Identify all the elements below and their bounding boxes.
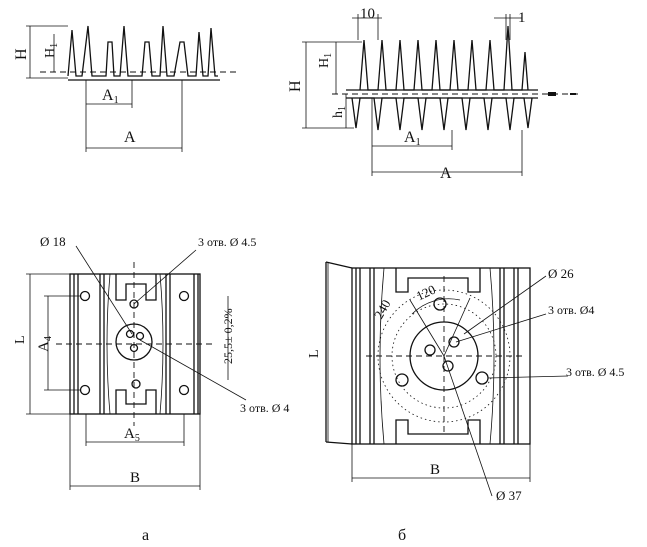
svg-text:A4: A4 [36,336,54,352]
plan-b-angle120-label: 120 [414,282,438,304]
plan-b-l-label: L [307,349,322,358]
right-profile-10-label: 10 [360,6,375,22]
plan-b-holes45-label: 3 отв. Ø 4.5 [566,365,624,379]
plan-a-caption: а [142,527,149,544]
svg-text:A1: A1 [404,129,421,148]
plan-view-a: Ø 18 3 отв. Ø 4.5 3 отв. Ø 4 25,5± 0,2% … [13,234,289,544]
plan-b-caption: б [398,527,406,544]
left-profile-a1-label: A [102,87,114,104]
plan-a-a5-sub: 5 [135,433,140,444]
right-profile-a1-label: A [404,129,416,146]
right-profile-h1-label: H [317,58,332,68]
right-profile-a1-sub: 1 [416,137,421,148]
svg-text:A1: A1 [102,87,119,106]
plan-b-diam26-label: Ø 26 [548,266,574,281]
left-profile-view: H H1 A1 A [13,25,238,152]
plan-a-a5-label: A [124,426,135,442]
plan-a-diam18-label: Ø 18 [40,234,66,249]
plan-a-holes45-label: 3 отв. Ø 4.5 [198,235,256,249]
right-profile-lower-fins [351,97,533,131]
svg-text:A5: A5 [124,426,140,444]
right-profile-fins [359,25,529,91]
left-profile-h-label: H [13,48,30,60]
right-profile-a-label: A [440,165,452,182]
svg-text:H1: H1 [317,53,334,68]
right-profile-hsmall-label: h [331,111,346,118]
plan-view-b: 240 120 Ø 26 3 отв. Ø4 3 отв. Ø 4.5 L B … [307,261,624,544]
plan-a-a4-sub: 4 [43,336,54,341]
right-profile-hsmall-sub: 1 [337,106,348,111]
left-profile-a1-sub: 1 [114,95,119,106]
plan-a-holes4-label: 3 отв. Ø 4 [240,401,289,415]
right-profile-h-label: H [287,80,304,92]
left-profile-h1-label: H [43,48,58,58]
plan-a-l-label: L [13,335,28,344]
plan-b-diam37-label: Ø 37 [496,488,522,503]
left-profile-a-label: A [124,129,136,146]
left-profile-fins [67,25,218,77]
right-profile-1-label: 1 [518,10,526,26]
plan-b-holes4-label: 3 отв. Ø4 [548,303,594,317]
plan-a-a4-label: A [36,341,52,352]
plan-b-b-label: B [430,462,440,478]
svg-text:H1: H1 [43,43,60,58]
plan-b-outline [351,267,531,445]
plan-a-tolerance-label: 25,5± 0,2% [221,308,235,364]
svg-text:h1: h1 [331,106,348,118]
right-profile-h1-sub: 1 [323,53,334,58]
right-profile-view: 10 1 H H1 h1 A1 A [287,6,580,182]
left-profile-h1-sub: 1 [49,43,60,48]
plan-a-b-label: B [130,470,140,486]
